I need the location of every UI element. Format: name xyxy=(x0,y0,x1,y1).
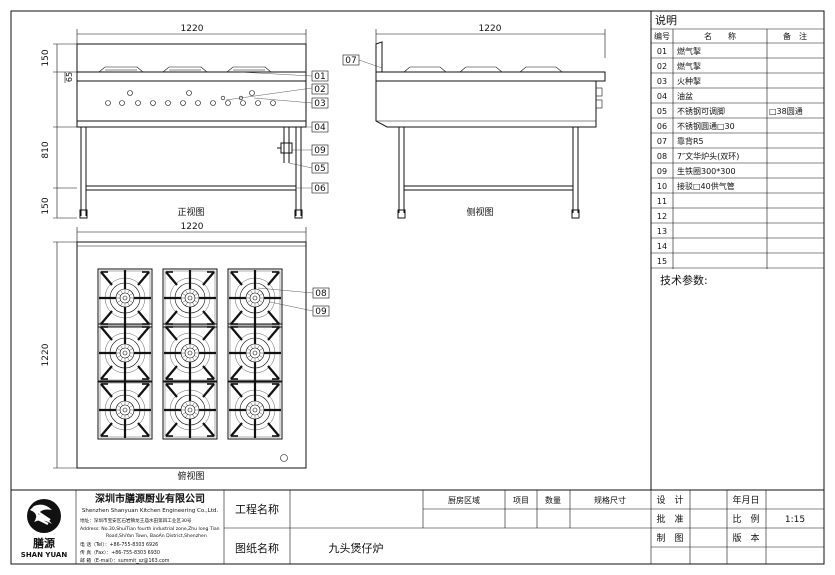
date-label: 年月日 xyxy=(732,494,759,506)
burner-grate xyxy=(97,268,153,328)
legend-row-num: 03 xyxy=(657,77,667,86)
legend-row-num: 02 xyxy=(657,62,667,71)
front-callouts: 01 02 03 04 09 05 06 xyxy=(311,70,329,194)
front-h150-top: 150 xyxy=(41,49,51,66)
legend-row-num: 10 xyxy=(657,182,667,191)
burner-grate xyxy=(97,323,153,383)
burner-grate xyxy=(162,380,218,440)
burner-grate xyxy=(162,323,218,383)
legend-row-name: 燃气掣 xyxy=(677,61,701,71)
burner-grate xyxy=(227,323,283,383)
company-name-cn: 深圳市膳源厨业有限公司 xyxy=(95,492,205,505)
legend-row-name: 7″文华炉头(双环) xyxy=(677,151,739,161)
version-label: 版 本 xyxy=(732,532,759,544)
legend-row-name: 靠背R5 xyxy=(677,136,704,146)
col-item: 项目 xyxy=(513,496,529,505)
sheet-border xyxy=(10,10,825,565)
legend-title: 说明 xyxy=(655,13,677,27)
tech-params-label: 技术参数: xyxy=(660,273,708,287)
scale-value: 1:15 xyxy=(785,515,805,525)
legend-row-name: 不锈钢可调脚 xyxy=(677,106,725,116)
front-width-dim: 1220 xyxy=(181,24,204,34)
top-view-burners xyxy=(97,268,283,440)
col-area: 厨房区域 xyxy=(448,495,480,505)
legend-row-num: 11 xyxy=(657,197,667,206)
legend-row-num: 14 xyxy=(657,242,667,251)
legend-row-name: 油盆 xyxy=(677,91,693,101)
company-name-en: Shenzhen Shanyuan Kitchen Engineering Co… xyxy=(82,508,219,514)
legend-row-num: 07 xyxy=(657,137,667,146)
side-view-title: 侧视图 xyxy=(466,206,493,218)
tel: 电 话（Tel）：+86-755-8303 6926 xyxy=(80,541,158,548)
project-label: 工程名称 xyxy=(235,502,279,516)
burner-grate xyxy=(97,380,153,440)
callout-03: 03 xyxy=(314,99,325,109)
legend-header-num: 编号 xyxy=(654,31,670,41)
legend-row-num: 12 xyxy=(657,212,667,221)
scale-label: 比 例 xyxy=(732,513,759,525)
legend-header-name: 名 称 xyxy=(704,31,736,41)
callout-09-top: 09 xyxy=(315,307,327,317)
email: 邮 箱（E-mail）：summit_sz@163.com xyxy=(80,557,170,564)
legend-row-name: 不锈钢圆通□30 xyxy=(677,121,735,131)
legend-row-num: 08 xyxy=(657,152,667,161)
fax: 传 真（Fax）：+86-755-8303 6930 xyxy=(80,549,160,556)
top-view-title: 俯视图 xyxy=(177,470,204,482)
legend-row-num: 06 xyxy=(657,122,667,131)
legend-row-num: 01 xyxy=(657,47,667,56)
top-depth-dim: 1220 xyxy=(41,343,51,366)
callout-09-front: 09 xyxy=(314,146,326,156)
company-logo xyxy=(27,499,61,533)
draw-label: 制 图 xyxy=(656,532,683,544)
legend-row-num: 15 xyxy=(657,257,667,266)
front-h810: 810 xyxy=(41,141,51,158)
callout-04: 04 xyxy=(314,123,326,133)
legend-row-name: 生铁圈300*300 xyxy=(677,166,736,176)
front-view: 1220 150 65 810 150 xyxy=(41,24,329,219)
callout-08: 08 xyxy=(315,289,327,299)
legend-row-name: 接驳□40供气管 xyxy=(677,181,735,191)
col-qty: 数量 xyxy=(545,495,561,505)
design-label: 设 计 xyxy=(656,494,683,506)
burner-grate xyxy=(227,380,283,440)
legend-row-num: 05 xyxy=(657,107,667,116)
front-h150-bottom: 150 xyxy=(41,197,51,214)
front-h65: 65 xyxy=(65,72,74,82)
address-en-1: Address: No.30,ShuiTian fourth industria… xyxy=(80,526,220,532)
legend-header-note: 备 注 xyxy=(783,31,807,41)
legend-row-note: □38圆通 xyxy=(769,106,803,116)
logo-en: SHAN YUAN xyxy=(21,551,68,559)
legend-row-num: 04 xyxy=(657,92,667,101)
legend-row-num: 09 xyxy=(657,167,667,176)
callout-02: 02 xyxy=(314,85,325,95)
side-width-dim: 1220 xyxy=(479,24,502,34)
col-spec: 规格尺寸 xyxy=(594,495,626,505)
legend-row-num: 13 xyxy=(657,227,667,236)
callout-06: 06 xyxy=(314,184,326,194)
legend-table: 说明 编号 名 称 备 注 01 燃气掣 02 燃气掣 03 火种掣 04 油盆 05 不锈钢可调… xyxy=(650,11,824,490)
side-view: 1220 07 侧视图 xyxy=(342,24,606,219)
drawing-label: 图纸名称 xyxy=(235,541,279,555)
drawing-name: 九头煲仔炉 xyxy=(329,542,384,555)
address-cn: 地址：深圳市宝安区石岩镇龙王庙水田第四工业区30号 xyxy=(80,517,192,524)
burner-grate xyxy=(227,268,283,328)
callout-05: 05 xyxy=(314,164,325,174)
top-view: 1220 1220 08 09 俯视图 xyxy=(41,222,330,482)
burner-grate xyxy=(162,268,218,328)
legend-rows: 01 燃气掣 02 燃气掣 03 火种掣 04 油盆 05 不锈钢可调脚 □38圆通 06 不锈钢圆通□… xyxy=(651,46,824,269)
address-en-2: Road,ShiYan Town, BaoAn District,Shenzhe… xyxy=(106,533,207,539)
callout-07: 07 xyxy=(345,56,356,66)
legend-row-name: 燃气掣 xyxy=(677,46,701,56)
approve-label: 批 准 xyxy=(656,513,683,525)
front-knobs xyxy=(105,90,276,106)
logo-cn: 膳源 xyxy=(32,536,55,550)
callout-01: 01 xyxy=(314,72,325,82)
front-view-title: 正视图 xyxy=(177,206,204,218)
title-block: 膳源 SHAN YUAN 深圳市膳源厨业有限公司 Shenzhen Shanyu… xyxy=(11,489,824,564)
top-width-dim: 1220 xyxy=(181,222,204,232)
legend-row-name: 火种掣 xyxy=(677,76,701,86)
